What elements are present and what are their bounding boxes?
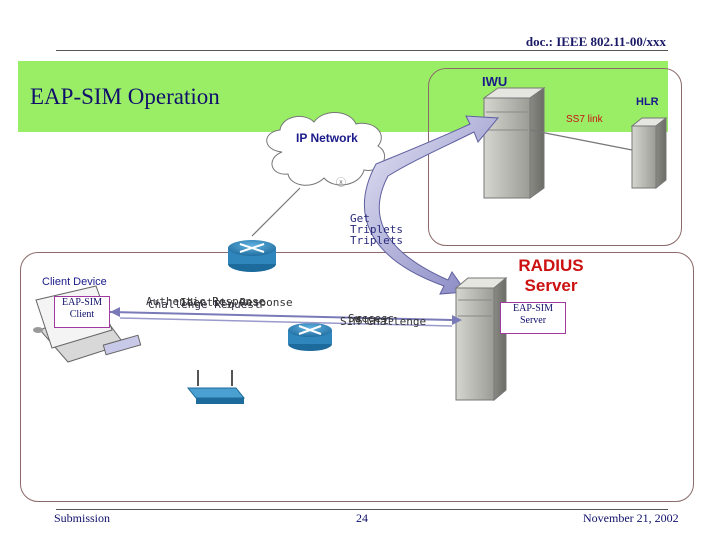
slide-title: EAP-SIM Operation xyxy=(30,84,220,109)
svg-text:ⓧ: ⓧ xyxy=(336,177,346,189)
footer-page-number: 24 xyxy=(356,511,368,525)
get-triplets-label: Get Triplets Triplets xyxy=(350,213,403,246)
hlr-label: HLR xyxy=(636,96,659,108)
footer-submission: Submission xyxy=(54,511,111,525)
server-msg-success: Success xyxy=(348,312,395,325)
server-box-line-2: Server xyxy=(519,315,547,326)
get-triplets-line-3: Triplets xyxy=(350,234,403,247)
client-box-line-1: EAP-SIM xyxy=(61,297,102,308)
eap-sim-server-box: EAP-SIM Server xyxy=(500,302,566,334)
server-msg-sim-challenge: SIM Challenge xyxy=(340,315,427,328)
radius-server-icon xyxy=(454,276,508,402)
radius-label-line-1: RADIUS xyxy=(518,256,584,275)
iwu-label: IWU xyxy=(482,74,508,89)
eap-message-arrows xyxy=(109,307,462,327)
core-network-box xyxy=(428,68,682,246)
client-device-label: Client Device xyxy=(42,276,107,288)
client-msg-identity-response: Identity Response xyxy=(180,296,293,309)
get-triplets-line-2: Triplets xyxy=(350,223,403,236)
router-upper-icon xyxy=(228,240,276,272)
server-msg-start: Start xyxy=(356,314,390,327)
footer-date: November 21, 2002 xyxy=(583,511,679,525)
eap-sim-client-box: EAP-SIM Client xyxy=(54,296,110,328)
hlr-server-icon xyxy=(630,116,668,190)
document-id: doc.: IEEE 802.11-00/xxx xyxy=(525,34,666,49)
radius-server-label: RADIUS Server xyxy=(506,256,596,296)
ss7-link-line xyxy=(529,129,633,151)
header-rule xyxy=(56,50,668,51)
footer-rule xyxy=(56,509,668,510)
client-msg-challenge-request: Challenge Request xyxy=(148,298,261,311)
ip-network-label: IP Network xyxy=(296,131,358,145)
ss7-link-label: SS7 link xyxy=(566,114,603,125)
server-box-line-1: EAP-SIM xyxy=(512,303,553,314)
iwu-server-icon xyxy=(482,87,546,199)
radius-label-line-2: Server xyxy=(524,276,578,295)
client-msg-authentic-response: Authentic Response xyxy=(146,295,266,308)
access-network-box xyxy=(20,252,694,502)
access-point-icon xyxy=(186,370,246,404)
triplets-curved-arrow xyxy=(363,115,500,295)
ip-network-cloud xyxy=(266,112,385,186)
get-triplets-line-1: Get xyxy=(350,212,370,225)
router-lower-icon xyxy=(288,323,332,351)
client-box-line-2: Client xyxy=(69,309,95,320)
